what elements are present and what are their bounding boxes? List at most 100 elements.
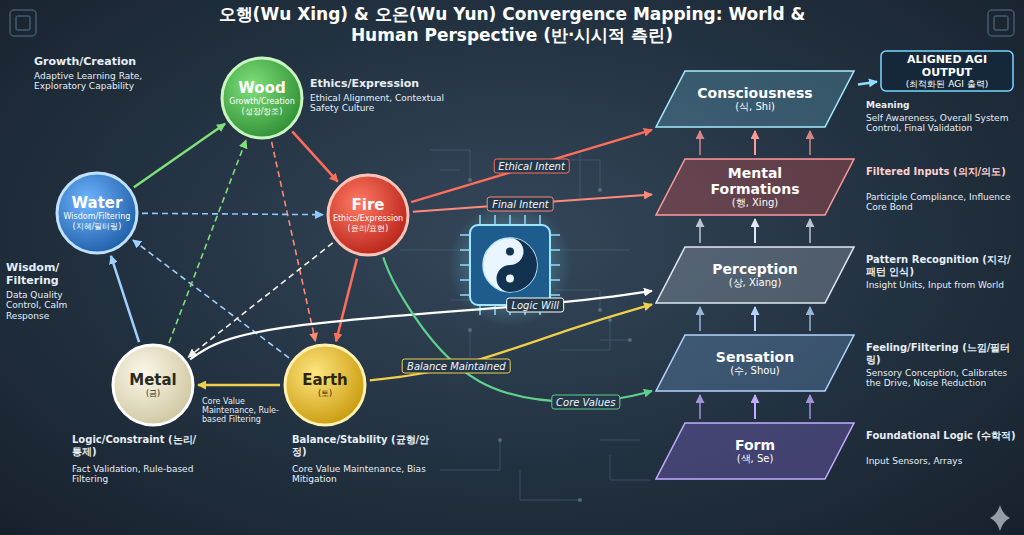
node-title: Perception (712, 261, 798, 277)
control-arrow (188, 243, 332, 357)
node-subtitle: (금) (146, 389, 160, 398)
layer-plane (656, 335, 854, 391)
flow-arrow (111, 256, 139, 342)
control-arrow (142, 213, 323, 214)
layer-plane (656, 247, 854, 303)
flow-arrow (198, 384, 280, 387)
circuit-traces (400, 150, 650, 500)
annotation-heading: Meaning (866, 100, 1016, 110)
annotation-note: Sensory Conception, Calibrates the Drive… (866, 368, 1018, 389)
flow-arrow (413, 194, 652, 211)
node-title: Wood (238, 80, 285, 97)
aggregate-layer: Mental Formations(행, Xing) (655, 158, 855, 216)
node-subtitle: Growth/Creation (성장/창조) (229, 97, 295, 115)
layer-flow-arrow (699, 131, 701, 155)
node-subtitle: (행, Xing) (732, 197, 778, 209)
flow-arrow (754, 395, 756, 419)
node-subtitle: (수, Shou) (730, 365, 779, 377)
annotation-note: Participle Compliance, Influence Core Bo… (866, 192, 1018, 213)
node-title: Sensation (716, 349, 794, 365)
layer-flow-arrow (699, 395, 701, 419)
annotation-note: Core Value Maintenance, Rule-based Filte… (202, 397, 286, 425)
node-title: Water (72, 195, 123, 212)
node-title: Earth (302, 372, 348, 389)
flow-arrow (411, 130, 652, 202)
control-arrow (272, 142, 316, 341)
annotation-note: Data Quality Control, Calm Response (6, 290, 92, 321)
annotation-heading: Feeling/Filtering (느낌/필터링) (866, 342, 1018, 365)
element-disc (113, 345, 193, 425)
flow-arrow (134, 124, 225, 188)
element-disc (222, 58, 302, 138)
output-box: ALIGNED AGI OUTPUT(최적화된 AGI 출력) (880, 50, 1014, 94)
edge-label: Balance Maintained (402, 359, 511, 374)
annotation-note: Core Value Maintenance, Bias Mitigation (292, 464, 432, 485)
element-circle: Earth(토) (283, 343, 367, 427)
element-disc (57, 173, 137, 253)
control-arrow (133, 240, 289, 358)
annotation-heading: Foundational Logic (수학적) (866, 430, 1018, 442)
layer-plane (656, 71, 854, 127)
output-frame (881, 51, 1013, 91)
flow-arrow (858, 82, 877, 85)
node-title: Mental Formations (689, 165, 821, 197)
annotation-note: Ethical Alignment, Contextual Safety Cul… (310, 93, 460, 114)
annotation-heading: Filtered Inputs (의지/의도) (866, 166, 1018, 178)
edge-label: Core Values (551, 394, 620, 409)
flow-arrow (754, 131, 756, 155)
title: 오행(Wu Xing) & 오온(Wu Yun) Convergence Map… (212, 4, 812, 45)
flow-arrow (754, 307, 756, 331)
flow-arrow (754, 219, 756, 243)
element-disc (285, 345, 365, 425)
annotation-heading: Wisdom/ Filtering (6, 262, 92, 287)
node-subtitle: (최적화된 AGI 출력) (906, 79, 988, 89)
annotation-heading: Growth/Creation (34, 56, 164, 69)
element-circle: WoodGrowth/Creation (성장/창조) (220, 56, 304, 140)
edge-label: Ethical Intent (493, 158, 570, 173)
layer-plane (656, 159, 854, 215)
element-circle: FireEthics/Expression (윤리/표현) (326, 173, 410, 257)
node-subtitle: Wisdom/Filtering (지혜/필터링) (64, 212, 131, 230)
node-title: Fire (352, 197, 385, 214)
node-title: ALIGNED AGI OUTPUT (886, 54, 1008, 79)
edge-label: Logic Will (506, 297, 564, 312)
annotation-note: Insight Units, Input from World (866, 280, 1018, 290)
layer-flow-arrow (699, 219, 701, 243)
layer-flow-arrow (809, 307, 811, 331)
element-circle: Metal(금) (111, 343, 195, 427)
annotation-note: Fact Validation, Rule-based Filtering (72, 464, 200, 485)
node-subtitle: (색, Se) (737, 453, 774, 465)
layer-flow-arrow (699, 307, 701, 331)
aggregate-layer: Form(색, Se) (655, 422, 855, 480)
flow-arrow (336, 259, 357, 342)
annotation-heading: Balance/Stability (균형/안정) (292, 434, 432, 457)
annotation-note: Self Awareness, Overall System Control, … (866, 113, 1016, 134)
annotation-heading: Logic/Constraint (논리/통제) (72, 434, 200, 457)
node-title: Metal (129, 372, 177, 389)
layer-flow-arrow (809, 131, 811, 155)
control-arrow (169, 140, 246, 343)
edge-label: Final Intent (487, 196, 554, 211)
annotation-heading: Pattern Recognition (지각/패턴 인식) (866, 254, 1018, 277)
flow-arrow (370, 304, 652, 380)
yin-yang-chip (448, 203, 572, 327)
aggregate-layer: Perception(상, Xiang) (655, 246, 855, 304)
sparkle-mark (990, 505, 1010, 531)
annotation-note: Adaptive Learning Rate, Exploratory Capa… (34, 71, 164, 92)
node-subtitle: (상, Xiang) (729, 277, 782, 289)
annotation-note: Input Sensors, Arrays (866, 456, 1018, 466)
layer-flow-arrow (809, 395, 811, 419)
layer-plane (656, 423, 854, 479)
node-subtitle: (식, Shi) (735, 101, 775, 113)
aggregate-layer: Consciousness(식, Shi) (655, 70, 855, 128)
flow-arrow (292, 131, 338, 181)
aggregate-layer: Sensation(수, Shou) (655, 334, 855, 392)
node-subtitle: Ethics/Expression (윤리/표현) (333, 214, 403, 232)
element-circle: WaterWisdom/Filtering (지혜/필터링) (55, 171, 139, 255)
layer-flow-arrow (809, 219, 811, 243)
node-subtitle: (토) (318, 389, 332, 398)
element-disc (328, 175, 408, 255)
node-title: Consciousness (697, 85, 812, 101)
annotation-heading: Ethics/Expression (310, 78, 460, 91)
node-title: Form (735, 437, 775, 453)
